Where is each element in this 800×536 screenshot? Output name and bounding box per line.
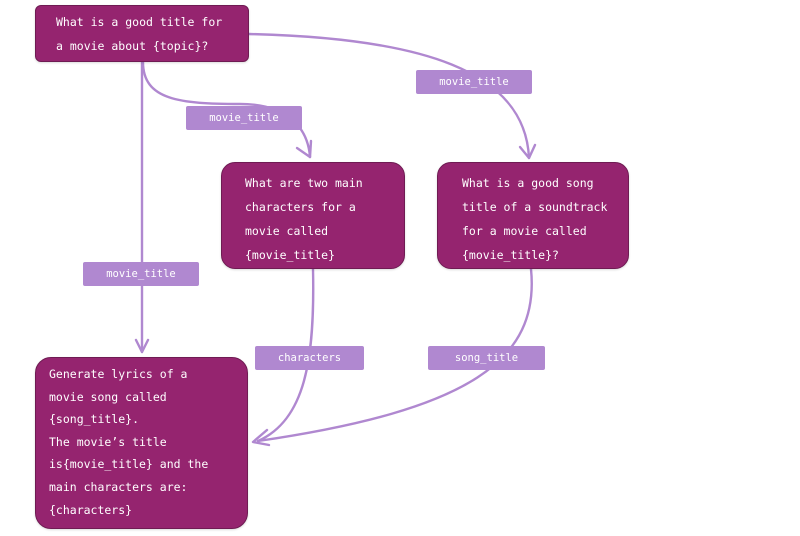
edge-label-song-title: song_title: [428, 346, 545, 370]
node-characters-prompt: What are two main characters for a movie…: [221, 162, 405, 269]
edge-topic-to-song: [247, 32, 531, 160]
edge-characters-to-lyrics: [256, 267, 315, 443]
node-song-title-prompt: What is a good song title of a soundtrac…: [437, 162, 629, 269]
edge-song-to-lyrics: [256, 267, 533, 443]
edge-topic-to-lyrics-arrowhead: [134, 338, 150, 354]
edge-label-movie-title-to-song: movie_title: [416, 70, 532, 94]
edge-into-lyrics-arrowhead: [251, 428, 271, 447]
edge-topic-to-characters-arrowhead: [295, 139, 313, 159]
edge-topic-to-song-arrowhead: [518, 143, 537, 160]
edge-topic-to-characters: [141, 60, 312, 159]
edge-label-characters: characters: [255, 346, 364, 370]
edge-label-movie-title-to-characters: movie_title: [186, 106, 302, 130]
edge-label-movie-title-to-lyrics: movie_title: [83, 262, 199, 286]
node-movie-title-prompt: What is a good title for a movie about {…: [35, 5, 249, 62]
node-lyrics-prompt: Generate lyrics of a movie song called {…: [35, 357, 248, 529]
